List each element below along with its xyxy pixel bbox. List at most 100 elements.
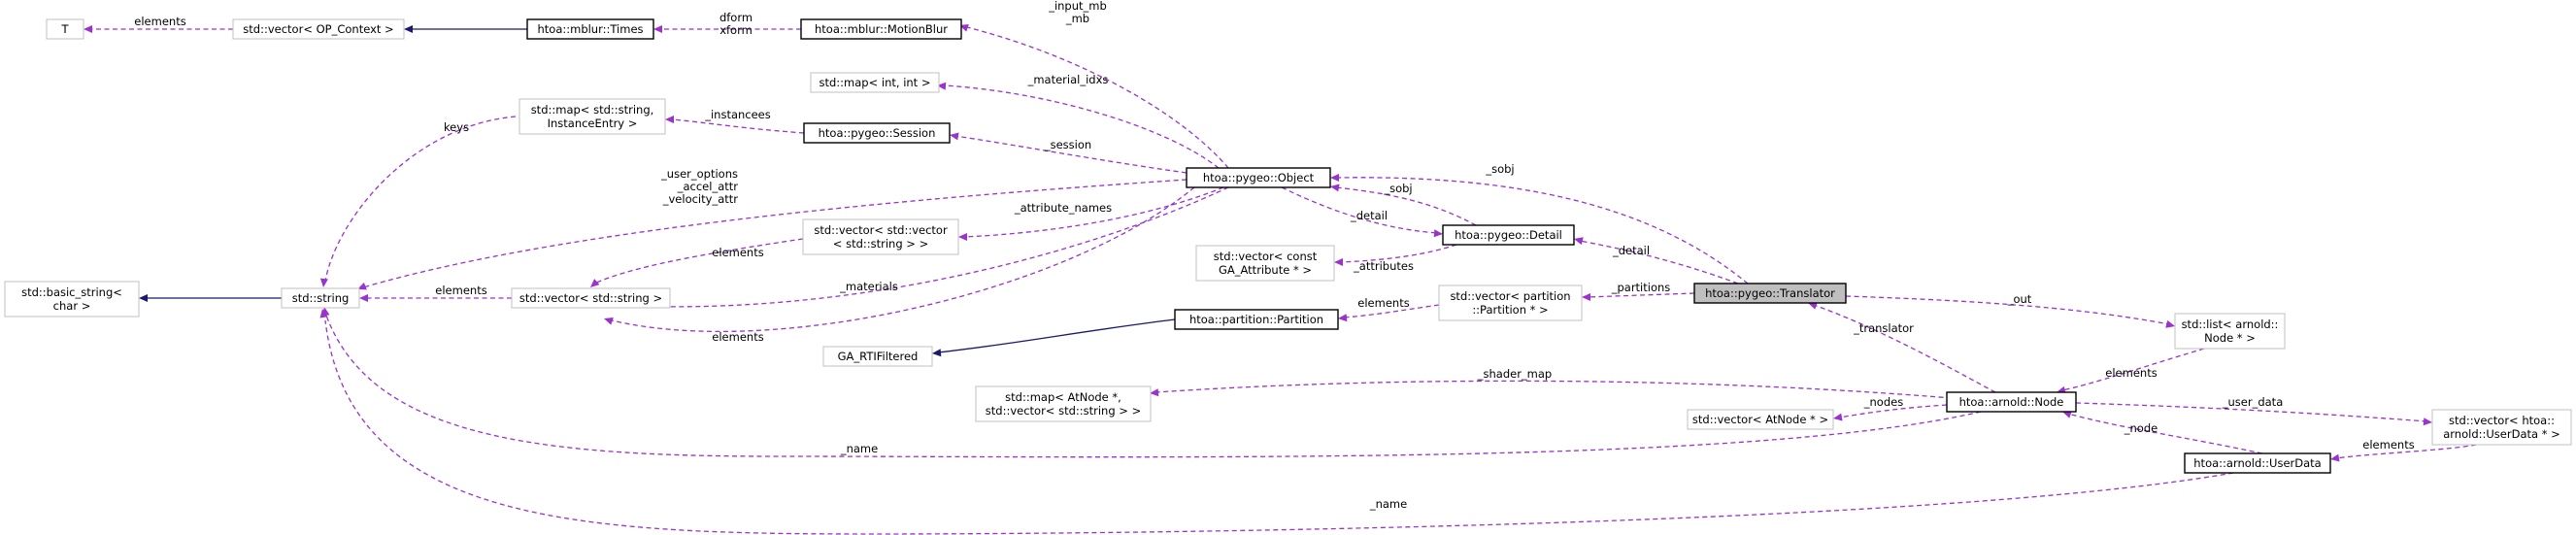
usage-edge (590, 238, 804, 287)
node-label: htoa::pygeo::Object (1203, 171, 1315, 184)
edge-label: xform (719, 23, 753, 37)
arrowhead (319, 309, 328, 318)
arrowhead (2423, 418, 2432, 426)
arrowhead (604, 318, 614, 325)
node-box (800, 18, 962, 40)
edge-line (593, 186, 1229, 308)
node-box (2174, 313, 2286, 350)
usage-edge (1150, 380, 1953, 399)
edge-label: _session (1044, 138, 1091, 151)
node-vec-op-context[interactable]: std::vector< OP_Context > (232, 18, 405, 40)
edge-line (2075, 402, 2427, 422)
edge-label: elements (1357, 296, 1409, 310)
edge-line (1813, 304, 1996, 393)
edge-line (324, 319, 2234, 535)
node-mblur-times[interactable]: htoa::mblur::Times (526, 18, 654, 40)
node-basic-string[interactable]: std::basic_string<char > (4, 281, 140, 318)
node-map-string-instancee[interactable]: std::map< std::string,InstanceEntry > (519, 98, 666, 135)
edge-label: _node (2124, 421, 2158, 435)
edge-line (1335, 177, 1749, 284)
edge-label: elements (435, 284, 486, 297)
node-t[interactable]: T (46, 18, 84, 40)
node-pygeo-session[interactable]: htoa::pygeo::Session (803, 122, 951, 144)
edge-label: keys (444, 120, 469, 134)
edge-line (324, 312, 1982, 458)
arrowhead (1582, 293, 1590, 301)
node-vec-partition[interactable]: std::vector< partition::Partition * > (1438, 284, 1583, 321)
node-label: ::Partition * > (1472, 303, 1548, 317)
node-label: htoa::pygeo::Detail (1455, 228, 1562, 242)
node-box (1946, 391, 2077, 413)
node-label: htoa::arnold::Node (1959, 395, 2064, 409)
node-label: std::vector< htoa:: (2449, 414, 2555, 427)
edge-label: _user_options (660, 167, 738, 181)
usage-edge (1845, 295, 2175, 328)
usage-edge (937, 82, 1220, 169)
edge-line (2067, 413, 2263, 454)
node-label: GA_Attribute * > (1219, 263, 1312, 277)
usage-edge (359, 294, 512, 302)
node-pygeo-translator[interactable]: htoa::pygeo::Translator (1693, 283, 1847, 304)
usage-edge (653, 25, 801, 33)
node-vec-userdata[interactable]: std::vector< htoa::arnold::UserData * > (2431, 409, 2572, 446)
edge-line (2335, 444, 2477, 459)
node-box (232, 18, 405, 40)
edge-label: _name (840, 442, 878, 455)
node-label: std::vector< std::string > > (986, 404, 1141, 418)
node-box (1693, 283, 1847, 304)
node-pygeo-object[interactable]: htoa::pygeo::Object (1186, 167, 1331, 188)
arrowhead (950, 132, 959, 141)
node-label: htoa::mblur::MotionBlur (815, 22, 948, 36)
arrowhead (1433, 229, 1443, 238)
node-list-node[interactable]: std::list< arnold::Node * > (2174, 313, 2286, 350)
edge-label: _material_idxs (1027, 73, 1109, 86)
node-ga-rtifiltered[interactable]: GA_RTIFiltered (822, 346, 933, 367)
edge-label: _instancees (704, 108, 771, 121)
node-box (526, 18, 654, 40)
edge-line (1587, 292, 1695, 298)
node-label: InstanceEntry > (548, 117, 638, 130)
inheritance-edge (404, 25, 527, 33)
node-label: Node * > (2204, 331, 2256, 345)
edge-line (1339, 244, 1457, 263)
node-label: arnold::UserData * > (2443, 427, 2560, 441)
usage-edge (1582, 292, 1695, 301)
node-box (803, 122, 951, 144)
node-vec-atnode[interactable]: std::vector< AtNode * > (1687, 409, 1834, 430)
node-label: GA_RTIFiltered (838, 350, 919, 363)
node-pygeo-detail[interactable]: htoa::pygeo::Detail (1442, 224, 1575, 246)
usage-edge (1330, 184, 1477, 226)
usage-edge (1281, 186, 1443, 238)
edge-label: _nodes (1863, 395, 1903, 409)
node-box (1195, 245, 1335, 282)
node-label: std::vector< std::string > (519, 291, 662, 305)
node-map-int-int[interactable]: std::map< int, int > (810, 72, 940, 93)
edge-line (963, 186, 1224, 238)
usage-edge (319, 116, 517, 287)
arrowhead (590, 279, 600, 287)
usage-edge (84, 25, 233, 33)
edge-line (944, 84, 1220, 169)
edge-label: _sobj (1383, 182, 1412, 195)
arrowhead (1338, 314, 1348, 322)
node-map-atnode[interactable]: std::map< AtNode *,std::vector< std::str… (975, 385, 1152, 422)
node-arnold-userdata[interactable]: htoa::arnold::UserData (2184, 452, 2331, 474)
node-label: htoa::mblur::Times (537, 22, 643, 36)
usage-edge (959, 24, 1229, 169)
node-mblur-motionblur[interactable]: htoa::mblur::MotionBlur (800, 18, 962, 40)
node-box (519, 98, 666, 135)
node-box (281, 287, 360, 309)
node-vec-vec-string[interactable]: std::vector< std::vector< std::string > … (802, 218, 959, 255)
edge-label: _partitions (1611, 281, 1671, 294)
node-partition-partition[interactable]: htoa::partition::Partition (1174, 309, 1339, 330)
node-box (511, 287, 671, 309)
node-label: char > (53, 299, 91, 313)
node-label: htoa::partition::Partition (1189, 313, 1323, 326)
arrowhead (1330, 174, 1339, 182)
node-std-string[interactable]: std::string (281, 287, 360, 309)
usage-edge (2330, 444, 2477, 462)
node-arnold-node[interactable]: htoa::arnold::Node (1946, 391, 2077, 413)
edge-label: _shader_map (1477, 367, 1552, 381)
node-vec-string[interactable]: std::vector< std::string > (511, 287, 671, 309)
